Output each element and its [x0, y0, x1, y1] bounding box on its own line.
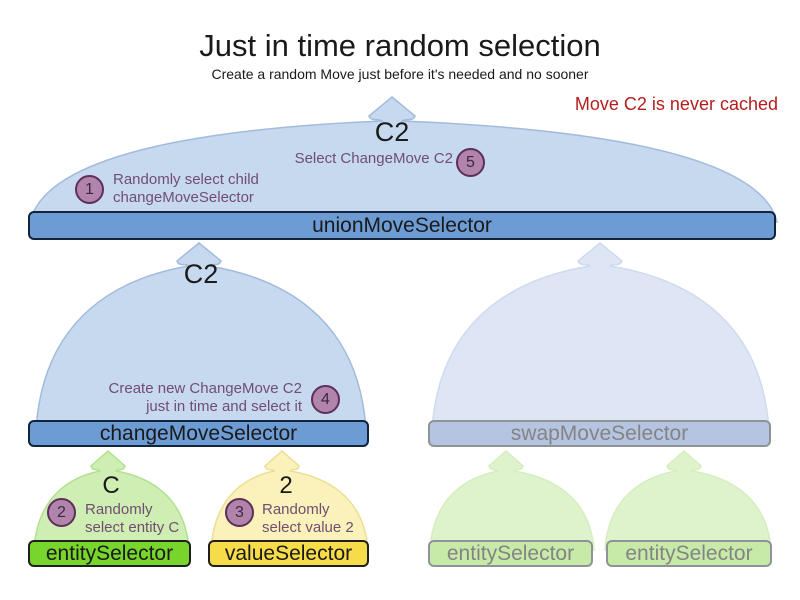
warning-text: Move C2 is never cached	[574, 94, 778, 114]
step-4-note-line-2: just in time and select it	[146, 398, 302, 415]
flow-label-change-output: C2	[183, 259, 219, 289]
change-funnel-shape	[35, 242, 367, 431]
flow-label-union-output: C2	[374, 117, 410, 147]
swap-move-selector-bar: swapMoveSelector	[428, 420, 771, 447]
step-5-badge: 5	[456, 148, 485, 177]
entity-funnel-faded-shape-1	[429, 449, 595, 551]
step-3-note-line-2: select value 2	[262, 519, 354, 536]
step-1-note-line-2: changeMoveSelector	[113, 189, 254, 206]
entity-funnel-faded-shape-2	[604, 449, 772, 551]
page-subtitle: Create a random Move just before it's ne…	[211, 66, 589, 82]
step-2-note-line-2: select entity C	[85, 519, 180, 536]
entity-selector-faded-bar-1: entitySelector	[428, 540, 593, 567]
flow-label-value-output: 2	[279, 472, 293, 499]
step-5-note: Select ChangeMove C2	[253, 150, 453, 168]
step-2-note-line-1: Randomly	[85, 501, 153, 518]
union-move-selector-bar: unionMoveSelector	[28, 211, 776, 240]
value-funnel-shape	[210, 449, 369, 551]
page-title: Just in time random selection	[199, 28, 601, 63]
step-2-badge: 2	[47, 498, 76, 527]
step-2-note: Randomly select entity C	[85, 501, 205, 537]
step-1-note: Randomly select child changeMoveSelector	[113, 171, 323, 207]
step-3-note: Randomly select value 2	[262, 501, 382, 537]
entity-selector-bar: entitySelector	[28, 540, 191, 567]
step-4-badge: 4	[311, 385, 340, 414]
change-move-selector-bar: changeMoveSelector	[28, 420, 369, 447]
step-3-badge: 3	[225, 498, 254, 527]
step-3-note-line-1: Randomly	[262, 501, 330, 518]
step-4-note: Create new ChangeMove C2 just in time an…	[102, 380, 302, 416]
entity-selector-faded-bar-2: entitySelector	[606, 540, 772, 567]
union-funnel-shape	[29, 96, 778, 223]
flow-label-entity-output: C	[102, 472, 120, 499]
step-1-note-line-1: Randomly select child	[113, 171, 259, 188]
step-4-note-line-1: Create new ChangeMove C2	[108, 380, 302, 397]
value-selector-bar: valueSelector	[208, 540, 369, 567]
swap-funnel-shape	[431, 242, 770, 431]
entity-funnel-shape	[33, 449, 190, 551]
step-1-badge: 1	[75, 175, 104, 204]
step-5-note-line-1: Select ChangeMove C2	[294, 150, 453, 167]
